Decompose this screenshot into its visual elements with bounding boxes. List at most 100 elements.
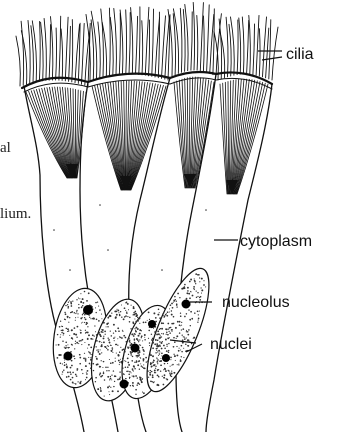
stipple-dot (131, 360, 132, 361)
stipple-dot (197, 292, 198, 293)
stipple-dot (64, 362, 65, 363)
stipple-dot (114, 340, 115, 341)
stipple-dot (180, 315, 182, 317)
stipple-dot (66, 364, 67, 365)
stipple-dot (134, 311, 136, 313)
stipple-dot (157, 351, 158, 352)
stipple-dot (157, 330, 159, 332)
stipple-dot (100, 388, 101, 389)
stipple-dot (125, 361, 126, 362)
stipple-dot (70, 367, 72, 369)
stipple-dot (115, 361, 116, 362)
stipple-dot (75, 341, 76, 342)
stipple-dot (89, 317, 90, 318)
stipple-dot (71, 360, 73, 362)
stipple-dot (161, 352, 163, 354)
stipple-dot (159, 351, 160, 352)
stipple-dot (88, 292, 90, 294)
stipple-dot (104, 379, 106, 381)
stipple-dot (167, 337, 169, 339)
stipple-dot (137, 320, 139, 322)
stipple-dot (166, 346, 167, 347)
stipple-dot (148, 330, 150, 332)
stipple-dot (72, 300, 73, 301)
cilium (259, 29, 260, 76)
stipple-dot (139, 384, 140, 385)
cilium (183, 10, 185, 72)
stipple-dot (171, 373, 173, 375)
cilium (110, 17, 113, 75)
stipple-dot (66, 366, 68, 368)
stipple-dot (98, 351, 100, 353)
stipple-dot (155, 339, 157, 341)
stipple-dot (143, 364, 144, 365)
stipple-dot (108, 339, 110, 341)
stipple-dot (169, 308, 170, 309)
stipple-dot (149, 372, 151, 374)
stipple-dot (137, 357, 138, 358)
stipple-dot (88, 351, 89, 352)
stipple-dot (95, 377, 97, 379)
stipple-dot (129, 347, 130, 348)
stipple-dot (130, 344, 132, 346)
stipple-dot (176, 304, 178, 306)
stipple-dot (163, 384, 165, 386)
stipple-dot (157, 363, 158, 364)
stipple-dot (128, 364, 130, 366)
stipple-dot (184, 287, 186, 289)
cilium (197, 16, 198, 71)
stipple-dot (140, 379, 142, 381)
stipple-dot (81, 322, 82, 323)
stipple-dot (79, 340, 81, 342)
stipple-dot (194, 278, 195, 279)
stipple-dot (111, 379, 112, 380)
stipple-dot (144, 337, 145, 338)
stipple-dot (127, 303, 129, 305)
stipple-dot (170, 327, 171, 328)
stipple-dot (154, 331, 156, 333)
stipple-dot (139, 368, 140, 369)
stipple-dot (77, 326, 79, 328)
stipple-dot (134, 338, 136, 340)
stipple-dot (75, 334, 77, 336)
stipple-dot (176, 354, 178, 356)
stipple-dot (78, 307, 80, 309)
cytoplasm-dot (205, 209, 207, 211)
stipple-dot (174, 355, 176, 357)
stipple-dot (203, 280, 204, 281)
stipple-dot (134, 328, 135, 329)
stipple-dot (99, 353, 101, 355)
stipple-dot (97, 388, 99, 390)
stipple-dot (146, 361, 147, 362)
stipple-dot (173, 372, 175, 374)
stipple-dot (189, 297, 191, 299)
stipple-dot (114, 375, 116, 377)
stipple-dot (119, 377, 120, 378)
stipple-dot (151, 371, 153, 373)
stipple-dot (136, 362, 137, 363)
stipple-dot (153, 312, 155, 314)
stipple-dot (159, 353, 161, 355)
stipple-dot (129, 377, 131, 379)
stipple-dot (127, 316, 128, 317)
stipple-dot (80, 293, 81, 294)
stipple-dot (168, 328, 169, 329)
stipple-dot (188, 329, 190, 331)
stipple-dot (114, 381, 115, 382)
stipple-dot (152, 361, 154, 363)
nucleolus-dot-6 (162, 354, 170, 362)
stipple-dot (122, 349, 124, 351)
stipple-dot (158, 350, 160, 352)
stipple-dot (193, 286, 195, 288)
stipple-dot (63, 335, 64, 336)
stipple-dot (135, 315, 137, 317)
stipple-dot (182, 339, 184, 341)
stipple-dot (60, 321, 61, 322)
stipple-dot (80, 301, 82, 303)
stipple-dot (160, 328, 161, 329)
stipple-dot (135, 394, 136, 395)
stipple-dot (167, 363, 168, 364)
stipple-dot (132, 375, 133, 376)
stipple-dot (112, 362, 114, 364)
cilium (253, 24, 255, 75)
